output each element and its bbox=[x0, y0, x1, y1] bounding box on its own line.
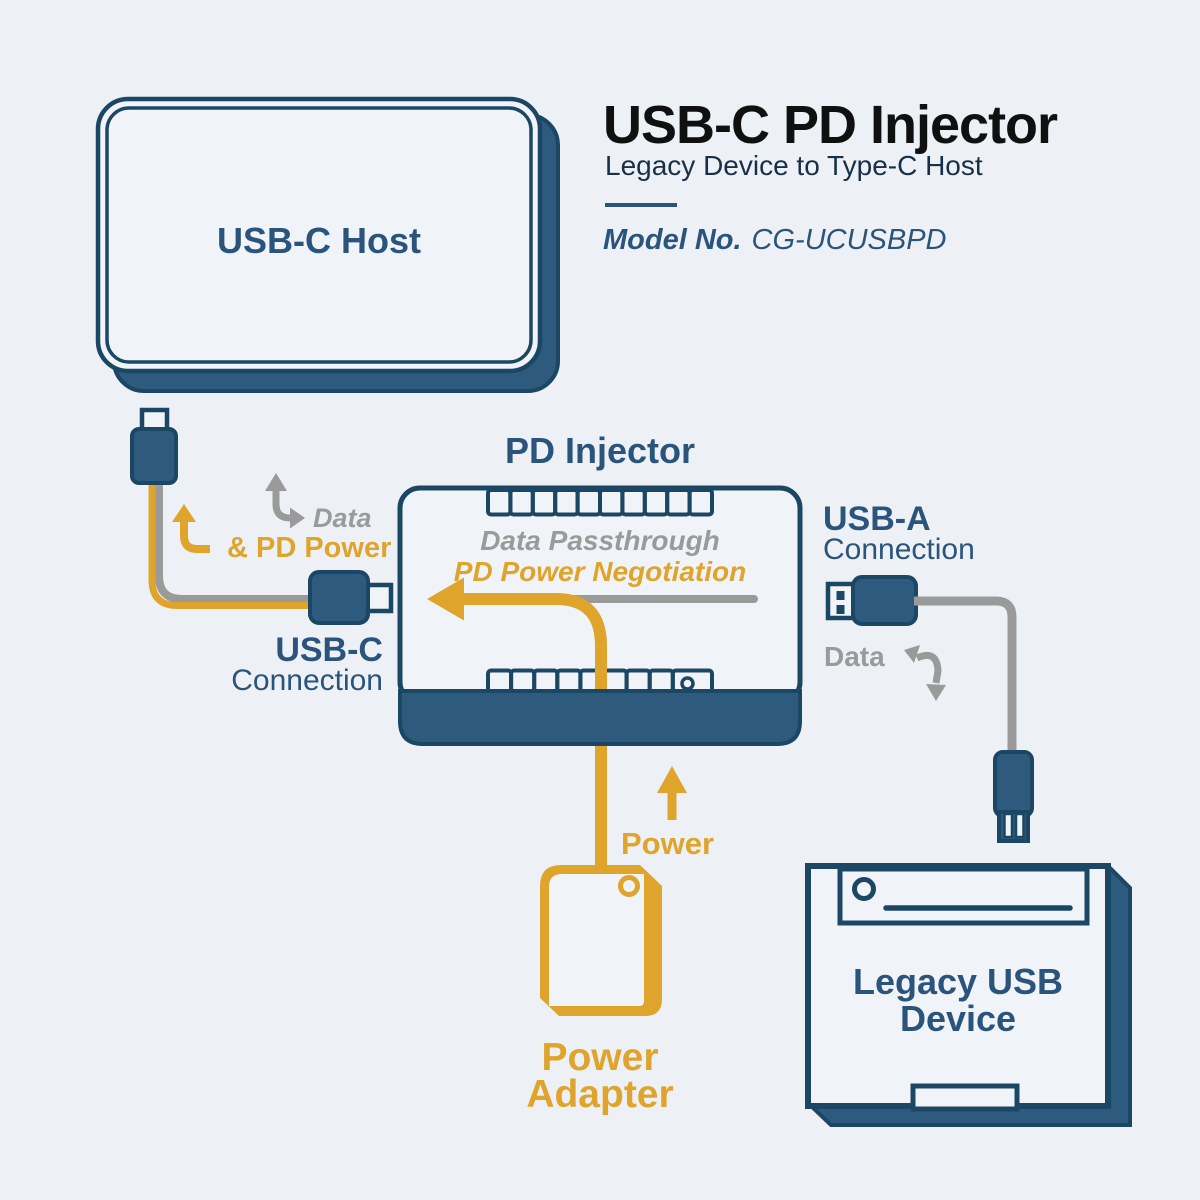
power-adapter-label-line1: Power bbox=[541, 1036, 659, 1079]
data-passthrough-label: Data Passthrough bbox=[480, 525, 720, 556]
page-subtitle: Legacy Device to Type-C Host bbox=[605, 150, 983, 181]
power-adapter-label: Power Adapter bbox=[500, 1036, 700, 1116]
adapter-led bbox=[618, 875, 640, 897]
pd-power-arrow-left bbox=[172, 504, 210, 553]
plug-body bbox=[308, 570, 370, 625]
pd-power-path bbox=[462, 593, 607, 866]
model-value: CG-UCUSBPD bbox=[751, 224, 947, 256]
data-arrow-left bbox=[265, 473, 305, 529]
device-drive-slot bbox=[837, 866, 1090, 926]
injector-indicator-dot bbox=[680, 676, 695, 691]
power-arrow bbox=[657, 766, 687, 820]
device-plug-slot bbox=[1003, 812, 1014, 839]
usb-c-plug-host bbox=[130, 407, 178, 485]
host-label: USB-C Host bbox=[217, 220, 421, 261]
header-divider bbox=[605, 203, 677, 207]
host-box-inner bbox=[105, 106, 533, 364]
page-title: USB-C PD Injector bbox=[603, 95, 1058, 155]
usb-c-connection-subtitle: Connection bbox=[231, 664, 383, 697]
device-plug-body bbox=[993, 750, 1034, 818]
model-label: Model No. bbox=[603, 224, 742, 256]
usb-a-pin bbox=[836, 605, 845, 614]
injector-top-pins bbox=[486, 488, 714, 517]
plug-body bbox=[130, 427, 178, 485]
model-number: Model No. CG-UCUSBPD bbox=[603, 224, 947, 257]
device-port bbox=[910, 1083, 1020, 1112]
pd-power-label-left: & PD Power bbox=[227, 532, 392, 564]
pd-power-arrowhead bbox=[427, 577, 464, 621]
legacy-device-label-line2: Device bbox=[899, 998, 1017, 1039]
host-box-outer bbox=[95, 96, 543, 374]
usb-a-connection-title: USB-A bbox=[823, 500, 931, 538]
usb-c-cable bbox=[148, 480, 320, 609]
power-adapter-box bbox=[540, 865, 662, 1016]
legacy-device-label-line1: Legacy USB bbox=[852, 961, 1064, 1002]
legacy-device-label: Legacy USB Device bbox=[808, 963, 1108, 1037]
power-adapter-label-line2: Adapter bbox=[526, 1073, 674, 1116]
usb-c-plug-injector bbox=[308, 570, 394, 625]
pd-injector-box bbox=[397, 485, 803, 866]
cable-gold bbox=[148, 480, 318, 609]
adapter-face bbox=[549, 874, 644, 1006]
data-label-left: Data bbox=[313, 503, 372, 533]
data-arrow-right bbox=[904, 645, 946, 701]
power-arrow-label: Power bbox=[621, 826, 715, 861]
injector-base bbox=[398, 689, 802, 746]
device-drive-dot bbox=[852, 877, 876, 901]
usb-c-host-box bbox=[95, 96, 560, 393]
usb-a-connection-subtitle: Connection bbox=[823, 533, 975, 566]
pd-injector-label: PD Injector bbox=[504, 430, 696, 471]
usb-a-body bbox=[851, 575, 918, 626]
cable-gray bbox=[155, 480, 320, 603]
device-plug-slot bbox=[1014, 812, 1025, 839]
usb-a-plug bbox=[825, 575, 918, 626]
usb-c-connection-title: USB-C bbox=[275, 631, 383, 669]
legacy-usb-device-box bbox=[805, 863, 1132, 1127]
data-label-right: Data bbox=[824, 641, 885, 672]
usb-a-cable bbox=[914, 596, 1017, 754]
usb-plug-device bbox=[993, 750, 1034, 843]
usb-a-pin bbox=[836, 591, 845, 600]
pd-power-negotiation-label: PD Power Negotiation bbox=[453, 556, 747, 587]
